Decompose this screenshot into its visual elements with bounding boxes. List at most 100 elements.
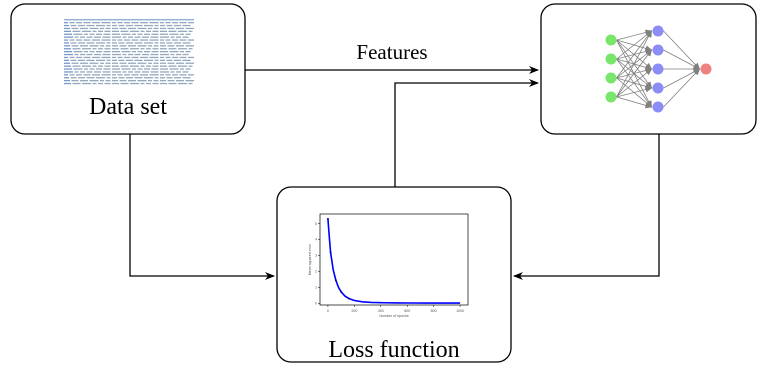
table-cell (78, 77, 85, 79)
table-cell (71, 27, 79, 30)
table-cell (126, 24, 133, 27)
table-cell (144, 68, 150, 70)
table-cell (64, 45, 70, 47)
table-cell (185, 45, 194, 47)
table-cell (146, 65, 151, 67)
table-cell (96, 77, 105, 79)
table-cell (134, 77, 143, 79)
table-cell (89, 51, 95, 53)
table-cell (92, 48, 97, 50)
table-cell (124, 74, 130, 76)
table-cell (180, 33, 184, 35)
table-cell (119, 62, 127, 64)
table-cell (64, 82, 71, 85)
table-cell (112, 56, 116, 59)
table-cell (89, 45, 99, 47)
table-cell (69, 22, 75, 24)
table-cell (172, 56, 178, 59)
network-node (540, 3, 757, 135)
table-cell (148, 80, 152, 82)
table-cell (74, 36, 79, 38)
table-cell (117, 22, 123, 24)
table-cell (168, 82, 177, 85)
table-cell (174, 24, 181, 27)
loss-curve-point (334, 279, 337, 282)
table-cell (160, 71, 169, 73)
table-cell (134, 24, 143, 27)
table-cell (131, 39, 139, 41)
table-cell (64, 65, 71, 67)
table-cell (128, 80, 136, 82)
table-cell (160, 33, 168, 35)
y-tick-label: 3 (315, 254, 317, 258)
table-cell (86, 77, 95, 79)
table-cell (86, 36, 93, 38)
table-cell (84, 68, 88, 70)
table-cell (104, 30, 111, 32)
table-cell (188, 48, 193, 50)
table-cell (176, 27, 184, 30)
table-cell (152, 65, 159, 67)
table-cell (134, 71, 141, 73)
table-cell (64, 68, 72, 70)
table-cell (166, 77, 173, 79)
table-cell (160, 27, 166, 30)
table-cell (70, 77, 77, 79)
y-tick-label: 0 (315, 302, 317, 306)
table-cell (86, 42, 95, 44)
table-cell (83, 39, 91, 41)
table-cell (89, 80, 99, 82)
table-cell (128, 62, 136, 64)
table-cell (64, 27, 70, 30)
table-cell (151, 68, 159, 70)
table-cell (64, 36, 73, 38)
table-cell (64, 22, 68, 24)
table-cell (112, 53, 121, 56)
table-cell (168, 48, 177, 50)
network-edge (616, 68, 653, 98)
table-cell (128, 71, 133, 73)
table-cell (104, 82, 111, 85)
table-cell (117, 39, 123, 41)
table-cell (169, 51, 179, 53)
table-cell (188, 56, 194, 59)
table-cell (80, 27, 88, 30)
table-cell (185, 68, 191, 70)
table-cell (140, 82, 145, 85)
table-cell (92, 65, 97, 67)
table-cell (140, 48, 145, 50)
table-cell (89, 27, 99, 30)
table-cell (92, 74, 100, 76)
table-cell (64, 56, 68, 59)
table-cell (146, 30, 151, 32)
table-cell (104, 48, 111, 50)
table-cell (78, 59, 85, 61)
table-cell (82, 65, 91, 67)
table-cell (94, 71, 101, 73)
table-cell (165, 22, 171, 24)
table-cell (101, 39, 111, 41)
table-cell (132, 68, 136, 70)
table-cell (172, 39, 178, 41)
table-cell (146, 82, 151, 85)
y-axis-label: Mean squared error (308, 243, 312, 275)
table-cell (124, 56, 130, 59)
table-cell (170, 53, 175, 56)
table-cell (64, 30, 71, 32)
table-cell (112, 59, 117, 61)
loss-curve-point (340, 291, 343, 293)
table-cell (98, 65, 103, 67)
table-cell (185, 27, 194, 30)
table-cell (153, 45, 159, 47)
network-neurons (605, 25, 712, 113)
table-cell (96, 59, 105, 61)
table-cell (112, 24, 117, 27)
table-cell (105, 27, 111, 30)
table-cell (112, 30, 119, 32)
table-cell (94, 53, 101, 56)
table-cell (167, 62, 175, 64)
table-cell (179, 22, 187, 24)
loss-curve-line (327, 218, 461, 304)
table-cell (166, 42, 173, 44)
table-cell (86, 71, 93, 73)
